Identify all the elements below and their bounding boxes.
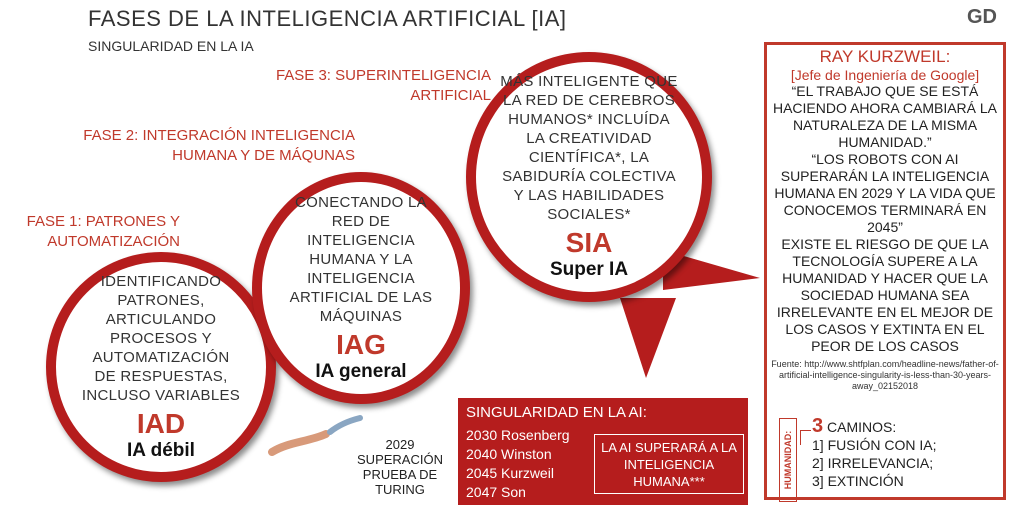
humanity-label-text: HUMANIDAD: <box>783 430 793 490</box>
sia-code: SIA <box>565 227 613 258</box>
page-subtitle: SINGULARIDAD EN LA IA <box>88 38 254 54</box>
year-item: 2040 Winston <box>466 446 552 462</box>
humanity-paths: 3 CAMINOS: 1] FUSIÓN CON IA; 2] IRRELEVA… <box>812 415 937 490</box>
iag-code: IAG <box>336 328 386 360</box>
kurzweil-name: RAY KURZWEIL: <box>819 47 951 66</box>
circle-iag: CONECTANDO LA RED DE INTELIGENCIA HUMANA… <box>252 172 470 404</box>
down-arrow <box>620 298 676 378</box>
kurzweil-risk: EXISTE EL RIESGO DE QUE LA TECNOLOGÍA SU… <box>776 236 994 354</box>
iag-name: IA general <box>315 360 407 382</box>
singularity-panel: SINGULARIDAD EN LA AI: 2030 Rosenberg 20… <box>458 398 748 505</box>
kurzweil-panel: RAY KURZWEIL: [Jefe de Ingeniería de Goo… <box>764 42 1006 500</box>
path-item: 2] IRRELEVANCIA; <box>812 455 934 471</box>
singularity-box-text: LA AI SUPERARÁ A LA INTELIGENCIA HUMANA*… <box>601 439 737 489</box>
path-item: 3] EXTINCIÓN <box>812 473 904 489</box>
year-item: 2045 Kurzweil <box>466 465 554 481</box>
robot-hand-image <box>268 415 363 456</box>
circle-iad: IDENTIFICANDO PATRONES, ARTICULANDO PROC… <box>46 252 276 482</box>
phase-3-label: FASE 3: SUPERINTELIGENCIA ARTIFICIAL <box>275 67 491 104</box>
iad-code: IAD <box>136 407 186 439</box>
kurzweil-role: [Jefe de Ingeniería de Google] <box>790 67 980 83</box>
phase-2-label: FASE 2: INTEGRACIÓN INTELIGENCIA HUMANA … <box>83 127 355 164</box>
source-link[interactable]: Fuente: http://www.shtfplan.com/headline… <box>771 359 999 391</box>
brand-logo: GD <box>967 6 997 28</box>
sia-description: MÁS INTELIGENTE QUE LA RED DE CEREBROS H… <box>500 73 678 223</box>
circle-sia: MÁS INTELIGENTE QUE LA RED DE CEREBROS H… <box>466 52 712 302</box>
year-item: 2030 Rosenberg <box>466 427 570 443</box>
iag-description: CONECTANDO LA RED DE INTELIGENCIA HUMANA… <box>289 193 433 325</box>
right-arrow <box>663 250 760 290</box>
page-title: FASES DE LA INTELIGENCIA ARTIFICIAL [IA] <box>88 6 567 31</box>
paths-count: 3 <box>812 415 824 437</box>
paths-heading: CAMINOS: <box>827 419 897 435</box>
path-item: 1] FUSIÓN CON IA; <box>812 437 937 453</box>
singularity-heading: SINGULARIDAD EN LA AI: <box>466 404 647 421</box>
sia-name: Super IA <box>549 259 629 280</box>
iad-description: IDENTIFICANDO PATRONES, ARTICULANDO PROC… <box>81 272 241 404</box>
singularity-box: LA AI SUPERARÁ A LA INTELIGENCIA HUMANA*… <box>594 434 744 494</box>
kurzweil-quote-1: “EL TRABAJO QUE SE ESTÁ HACIENDO AHORA C… <box>772 83 998 150</box>
phase-1-label: FASE 1: PATRONES Y AUTOMATIZACIÓN <box>26 213 180 250</box>
humanity-label: HUMANIDAD: <box>779 418 797 502</box>
iad-name: IA débil <box>127 439 195 461</box>
humanity-bracket <box>800 430 811 445</box>
singularity-years: 2030 Rosenberg 2040 Winston 2045 Kurzwei… <box>466 426 570 502</box>
turing-note: 2029 SUPERACIÓN PRUEBA DE TURING <box>357 437 443 497</box>
year-item: 2047 Son <box>466 484 526 500</box>
kurzweil-quote-2: “LOS ROBOTS CON AI SUPERARÁN LA INTELIGE… <box>774 151 996 235</box>
